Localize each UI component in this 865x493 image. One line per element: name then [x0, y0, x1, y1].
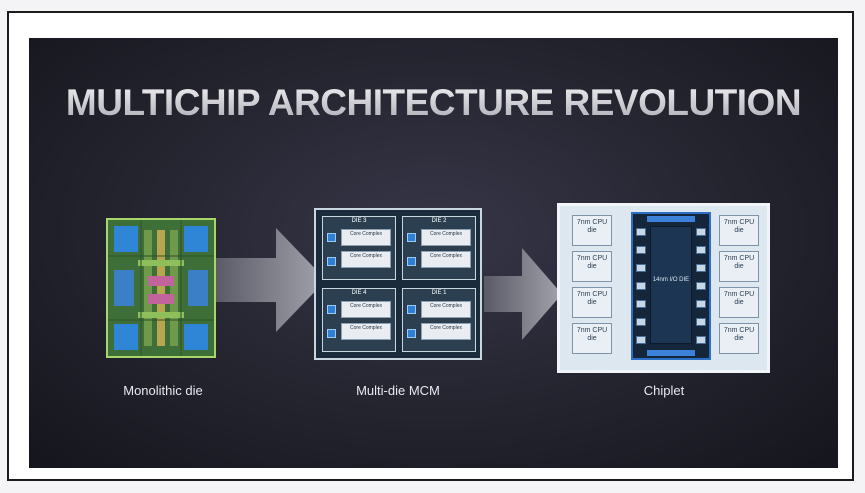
- chiplet-package-graphic: 7nm CPU die 7nm CPU die 7nm CPU die 7nm …: [557, 203, 770, 373]
- arrow-right-1: [214, 228, 326, 332]
- io-pad: [696, 246, 706, 254]
- core-complex: Core Complex: [421, 229, 471, 246]
- memory-strip-bottom: [647, 350, 695, 356]
- mcm-die-2: DIE 2 Core Complex Core Complex: [402, 216, 476, 280]
- die-label: DIE 4: [351, 290, 367, 296]
- screenshot-frame: MULTICHIP ARCHITECTURE REVOLUTION: [7, 11, 854, 481]
- caption-multi-die-mcm: Multi-die MCM: [356, 383, 440, 398]
- io-pad: [636, 318, 646, 326]
- pad-block: [327, 233, 336, 242]
- io-pad: [696, 336, 706, 344]
- core-complex: Core Complex: [341, 229, 391, 246]
- io-pad: [636, 282, 646, 290]
- caption-chiplet: Chiplet: [643, 383, 685, 398]
- arrow-right-2: [484, 248, 562, 340]
- io-pad: [636, 336, 646, 344]
- caption-monolithic-die: Monolithic die: [123, 383, 203, 398]
- pad-block: [327, 257, 336, 266]
- core-complex: Core Complex: [341, 251, 391, 268]
- mcm-die-4: DIE 4 Core Complex Core Complex: [322, 288, 396, 352]
- io-die-label: 14nm I/O DIE: [652, 277, 690, 283]
- core-complex: Core Complex: [421, 251, 471, 268]
- pad-block: [407, 257, 416, 266]
- die-layout-graphic: [108, 220, 214, 356]
- die-label: DIE 1: [431, 290, 447, 296]
- cpu-die: 7nm CPU die: [572, 287, 612, 318]
- io-pad: [696, 318, 706, 326]
- cpu-die: 7nm CPU die: [572, 251, 612, 282]
- mcm-die-3: DIE 3 Core Complex Core Complex: [322, 216, 396, 280]
- core-complex: Core Complex: [421, 323, 471, 340]
- io-pad: [696, 282, 706, 290]
- die-label: DIE 3: [351, 218, 367, 224]
- pad-block: [327, 329, 336, 338]
- pad-block: [407, 329, 416, 338]
- multi-die-mcm-graphic: DIE 3 Core Complex Core Complex DIE 2 Co…: [314, 208, 482, 360]
- mcm-die-1: DIE 1 Core Complex Core Complex: [402, 288, 476, 352]
- io-pad: [696, 300, 706, 308]
- io-pad: [696, 264, 706, 272]
- cpu-die: 7nm CPU die: [719, 323, 759, 354]
- io-pad: [696, 228, 706, 236]
- pad-block: [327, 305, 336, 314]
- io-die-core: 14nm I/O DIE: [650, 226, 692, 344]
- pad-block: [407, 233, 416, 242]
- cpu-die: 7nm CPU die: [572, 323, 612, 354]
- core-complex: Core Complex: [341, 301, 391, 318]
- cpu-die: 7nm CPU die: [719, 251, 759, 282]
- io-pad: [636, 264, 646, 272]
- die-label: DIE 2: [431, 218, 447, 224]
- memory-strip-top: [647, 216, 695, 222]
- slide-title: MULTICHIP ARCHITECTURE REVOLUTION: [29, 82, 838, 124]
- cpu-die: 7nm CPU die: [572, 215, 612, 246]
- monolithic-die-graphic: [106, 218, 216, 358]
- slide: MULTICHIP ARCHITECTURE REVOLUTION: [29, 38, 838, 468]
- cpu-die: 7nm CPU die: [719, 287, 759, 318]
- core-complex: Core Complex: [421, 301, 471, 318]
- io-pad: [636, 300, 646, 308]
- io-die: 14nm I/O DIE: [631, 212, 711, 360]
- pad-block: [407, 305, 416, 314]
- io-pad: [636, 246, 646, 254]
- io-pad: [636, 228, 646, 236]
- cpu-die: 7nm CPU die: [719, 215, 759, 246]
- core-complex: Core Complex: [341, 323, 391, 340]
